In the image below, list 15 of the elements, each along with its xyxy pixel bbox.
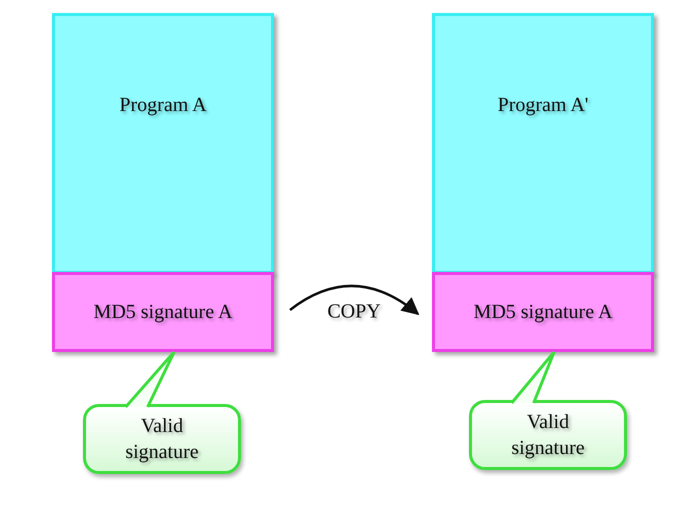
curved-arrow [289, 284, 420, 316]
node-text: Valid signature [510, 410, 586, 461]
callout-pointer [124, 350, 176, 408]
node-text: Valid signature [124, 414, 200, 465]
node-text: MD5 signature A [94, 300, 232, 325]
callout-bubble [83, 404, 241, 474]
program-block [432, 13, 654, 274]
program-block [52, 13, 274, 274]
node-text: MD5 signature A [474, 300, 612, 325]
signature-block [52, 272, 274, 352]
signature-block [432, 272, 654, 352]
callout-pointer [510, 350, 556, 404]
node-text: Program A' [498, 93, 588, 118]
node-text: Program A [119, 93, 207, 118]
callout-bubble [469, 400, 627, 470]
